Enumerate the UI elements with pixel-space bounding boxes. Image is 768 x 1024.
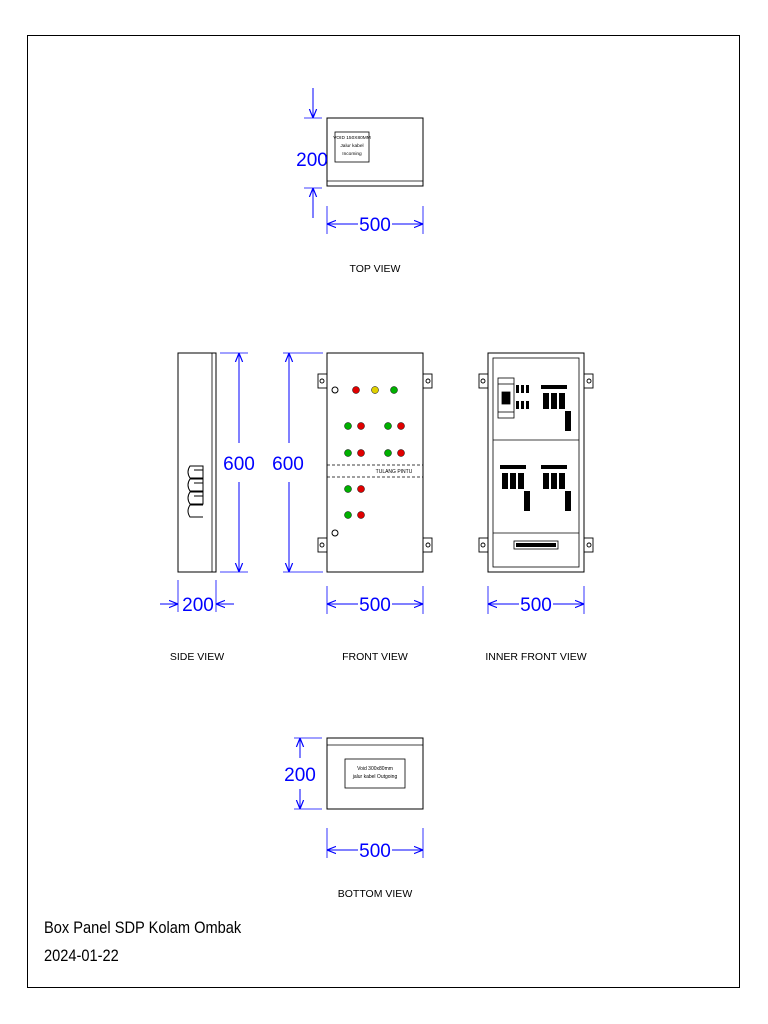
drawing-title: Box Panel SDP Kolam Ombak: [44, 918, 242, 937]
bottom-view-outline: [326, 737, 424, 810]
top-view-note-line-3: Incoming: [342, 151, 362, 157]
top-view: VOID 150X80MM Jalur kabel Incoming 200 5…: [296, 88, 424, 275]
pilot-lamp: [352, 386, 360, 394]
pilot-lamp: [344, 422, 352, 430]
inner-width-dimension: 500: [520, 595, 552, 616]
top-view-note-line-1: VOID 150X80MM: [333, 135, 371, 141]
top-view-void-box: [334, 131, 370, 163]
inner-mounting-plate: [492, 357, 580, 568]
side-height-dimension: 600: [223, 454, 255, 475]
inner-contactor-cluster-middle-right: [541, 465, 571, 511]
pilot-lamp: [397, 422, 405, 430]
top-view-note-line-2: Jalur kabel: [340, 143, 363, 149]
pilot-lamp: [357, 422, 365, 430]
top-view-label: TOP VIEW: [350, 263, 401, 275]
side-view-outline: [177, 352, 217, 573]
side-view-vent-louvers: [187, 465, 204, 518]
pilot-lamp: [357, 485, 365, 493]
front-view-outline: [326, 352, 424, 573]
bottom-view-label: BOTTOM VIEW: [338, 888, 413, 900]
pilot-lamp: [344, 485, 352, 493]
pilot-lamp: [357, 511, 365, 519]
inner-view-outline: [487, 352, 585, 573]
pilot-lamp: [344, 449, 352, 457]
inner-breakers-top: [516, 385, 529, 409]
inner-front-view: 500 INNER FRONT VIEW: [478, 352, 594, 663]
top-view-outline: [326, 117, 424, 187]
bottom-height-dimension: 200: [284, 765, 316, 786]
pilot-lamp: [344, 511, 352, 519]
bottom-view: Void 300x80mm jalur kabel Outgoing 200 5…: [284, 737, 424, 900]
bottom-view-note-line-1: Void 300x80mm: [357, 766, 393, 772]
drawing-date: 2024-01-22: [44, 946, 119, 965]
side-view-label: SIDE VIEW: [170, 651, 224, 663]
pilot-lamp: [390, 386, 398, 394]
bottom-view-void-box: [344, 758, 406, 789]
inner-terminal-strip: [513, 540, 559, 550]
front-view-label: FRONT VIEW: [342, 651, 408, 663]
front-view: TULANG PINTU: [272, 352, 433, 663]
pilot-lamp: [397, 449, 405, 457]
door-lock-bottom: [331, 529, 339, 537]
side-width-dimension: 200: [182, 595, 214, 616]
inner-mounting-brackets: [478, 373, 594, 553]
pilot-lamp: [384, 449, 392, 457]
inner-contactor-cluster-top-right: [541, 385, 571, 431]
pilot-lamp: [384, 422, 392, 430]
front-mounting-brackets: [317, 373, 433, 553]
front-width-dimension: 500: [359, 595, 391, 616]
bottom-width-dimension: 500: [359, 841, 391, 862]
top-height-dimension: 200: [296, 150, 328, 171]
front-height-dimension: 600: [272, 454, 304, 475]
top-width-dimension: 500: [359, 215, 391, 236]
pilot-lamp: [371, 386, 379, 394]
drawing-frame: [27, 35, 740, 988]
door-bar-label: TULANG PINTU: [376, 469, 413, 475]
pilot-lamps: [344, 386, 405, 519]
inner-main-breaker: [497, 377, 515, 419]
inner-contactor-cluster-middle-left: [500, 465, 530, 511]
pilot-lamp: [357, 449, 365, 457]
bottom-view-note-line-2: jalur kabel Outgoing: [352, 774, 398, 780]
side-view: 600 200 SIDE VIEW: [160, 352, 255, 663]
door-lock-top: [331, 386, 339, 394]
inner-front-view-label: INNER FRONT VIEW: [485, 651, 586, 663]
